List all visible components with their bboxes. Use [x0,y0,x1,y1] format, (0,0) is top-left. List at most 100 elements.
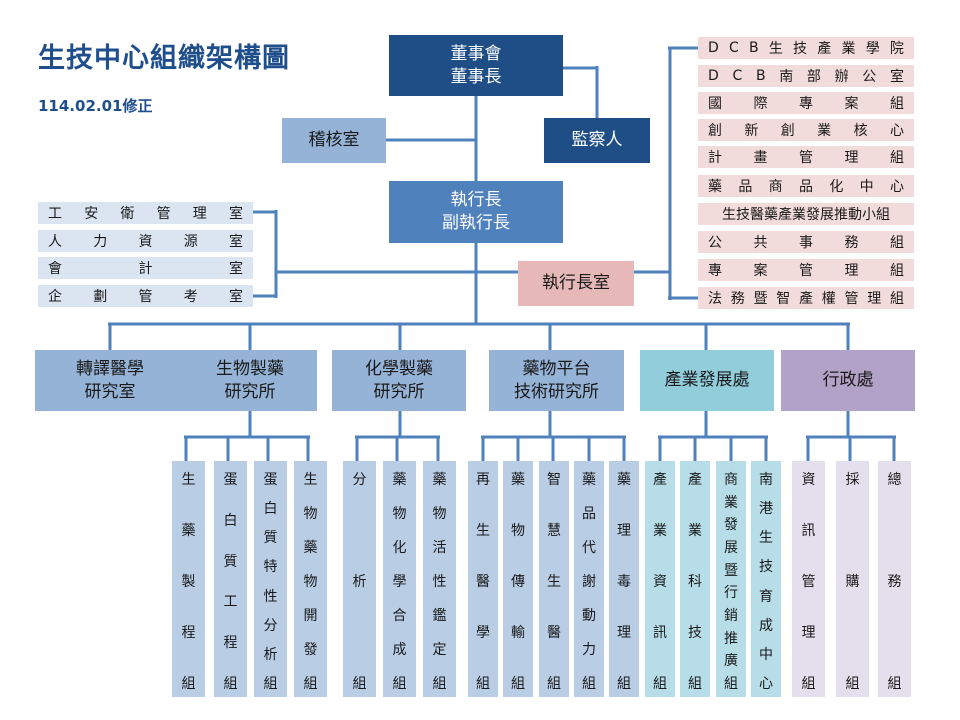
unit-label-char: 新 [744,123,759,139]
group-box-bio[interactable]: 蛋白質工程組 [214,461,247,697]
staff-unit-row[interactable]: 創新創業核心 [698,119,914,141]
division-industry-development[interactable]: 產業發展處 [640,350,774,411]
staff-unit-row[interactable]: 公共事務組 [698,231,914,253]
staff-unit-row[interactable]: 工安衛管理室 [38,202,253,224]
staff-unit-row[interactable]: 計畫管理組 [698,146,914,168]
staff-unit-row[interactable]: 藥品商品化中心 [698,175,914,197]
group-label-char: 藥 [617,472,631,488]
unit-label-char: 力 [93,234,108,250]
unit-label-char: C [729,40,739,56]
unit-label-char: 會 [48,261,62,277]
unit-label-char: 業 [841,41,856,57]
group-label-char: 成 [759,617,773,634]
unit-label-char: 管 [799,150,813,166]
unit-label-char: 管 [799,263,813,279]
group-label-char: 物 [392,506,407,522]
group-box-industry[interactable]: 南港生技育成中心 [751,461,781,697]
group-label-char: 理 [617,523,631,539]
ceo-office-box[interactable]: 執行長室 [518,261,634,306]
group-label-char: 組 [476,676,490,692]
group-label-char: 活 [432,540,447,556]
unit-label-char: 組 [890,150,904,166]
group-label-char: 組 [223,675,238,692]
group-label-char: 學 [392,574,407,590]
group-label-char: 育 [759,588,773,605]
group-box-platform[interactable]: 再生醫學組 [468,461,498,697]
unit-label-char: 公 [708,235,722,251]
unit-label-char: 南 [779,69,794,85]
group-box-chem[interactable]: 藥物活性鑑定組 [423,461,456,697]
group-box-industry[interactable]: 產業資訊組 [645,461,675,697]
group-box-admin[interactable]: 資訊管理組 [792,461,825,697]
unit-label-char: 暨 [753,291,768,307]
unit-label-char: 劃 [93,289,108,305]
staff-unit-row[interactable]: 企劃管考室 [38,285,253,307]
group-box-platform[interactable]: 藥品代謝動力組 [574,461,604,697]
division-biopharma[interactable]: 生物製藥 研究所 [183,350,317,411]
group-box-chem[interactable]: 分析組 [343,461,376,697]
group-box-bio[interactable]: 蛋白質特性分析組 [254,461,287,697]
group-label-char: 組 [511,676,525,692]
group-label-char: 定 [432,642,447,658]
division-administration[interactable]: 行政處 [781,350,915,411]
group-label-char: 化 [392,540,407,556]
group-label-char: 生 [181,472,196,488]
group-label-char: 力 [582,642,596,658]
staff-unit-row[interactable]: 專案管理組 [698,259,914,281]
group-box-industry[interactable]: 產業科技組 [680,461,710,697]
group-label-char: 發 [303,642,318,658]
group-box-chem[interactable]: 藥物化學合成組 [383,461,416,697]
group-label-char: 業 [724,494,738,511]
group-label-char: 組 [392,676,407,692]
group-label-char: 組 [887,676,902,692]
unit-label-char: 衛 [120,206,135,222]
staff-unit-row[interactable]: 會計室 [38,257,253,279]
group-box-platform[interactable]: 智慧生醫組 [539,461,569,697]
board-label: 董事會 [450,43,502,64]
unit-label-char: 源 [183,234,198,250]
division-drug-platform[interactable]: 藥物平台 技術研究所 [489,350,624,411]
group-box-bio[interactable]: 生藥製程組 [172,461,205,697]
group-box-admin[interactable]: 總務組 [878,461,911,697]
group-box-bio[interactable]: 生物藥物開發組 [294,461,327,697]
unit-label-char: 畫 [753,150,768,166]
unit-label-char: 管 [156,206,171,222]
group-box-platform[interactable]: 藥理毒理組 [609,461,639,697]
division-translational-medicine[interactable]: 轉譯醫學 研究室 [35,350,185,411]
ceo-box[interactable]: 執行長 副執行長 [389,181,563,243]
unit-label-char: 化 [829,179,844,195]
unit-label-char: 辦 [834,69,849,85]
group-label-char: 組 [547,676,561,692]
group-label-char: 藥 [582,472,596,488]
ceo-label: 執行長 [450,190,502,210]
group-label-char: 醫 [476,574,490,590]
group-label-char: 品 [582,506,596,522]
staff-unit-row[interactable]: 人力資源室 [38,230,253,252]
staff-unit-row[interactable]: 法務暨智產權管理組 [698,287,914,309]
group-label-char: 傳 [511,574,525,590]
staff-unit-row[interactable]: 生技醫藥產業發展推動小組 [698,203,914,225]
group-label-char: 組 [617,676,631,692]
group-label-char: 產 [688,472,702,488]
group-label-char: 總 [887,472,902,488]
unit-label-char: 安 [84,206,99,222]
division-label-line2: 研究所 [224,381,276,402]
division-label-line1: 化學製藥 [365,358,433,379]
group-label-char: 動 [582,608,596,624]
unit-label-char: 工 [48,206,62,222]
division-label-line1: 生物製藥 [216,358,284,379]
group-box-industry[interactable]: 商業發展暨行銷推廣組 [716,461,746,697]
group-label-char: 行 [724,585,738,602]
unit-label-char: B [755,68,766,84]
group-box-admin[interactable]: 採購組 [836,461,869,697]
audit-office-box[interactable]: 稽核室 [282,118,386,163]
board-box[interactable]: 董事會 董事長 [389,35,563,96]
division-chem-pharma[interactable]: 化學製藥 研究所 [332,350,466,411]
group-box-platform[interactable]: 藥物傳輸組 [503,461,533,697]
division-label-line2: 研究室 [84,381,136,402]
staff-unit-row[interactable]: 國際專案組 [698,92,914,114]
supervisor-box[interactable]: 監察人 [544,118,650,163]
group-label-char: 理 [801,625,816,641]
